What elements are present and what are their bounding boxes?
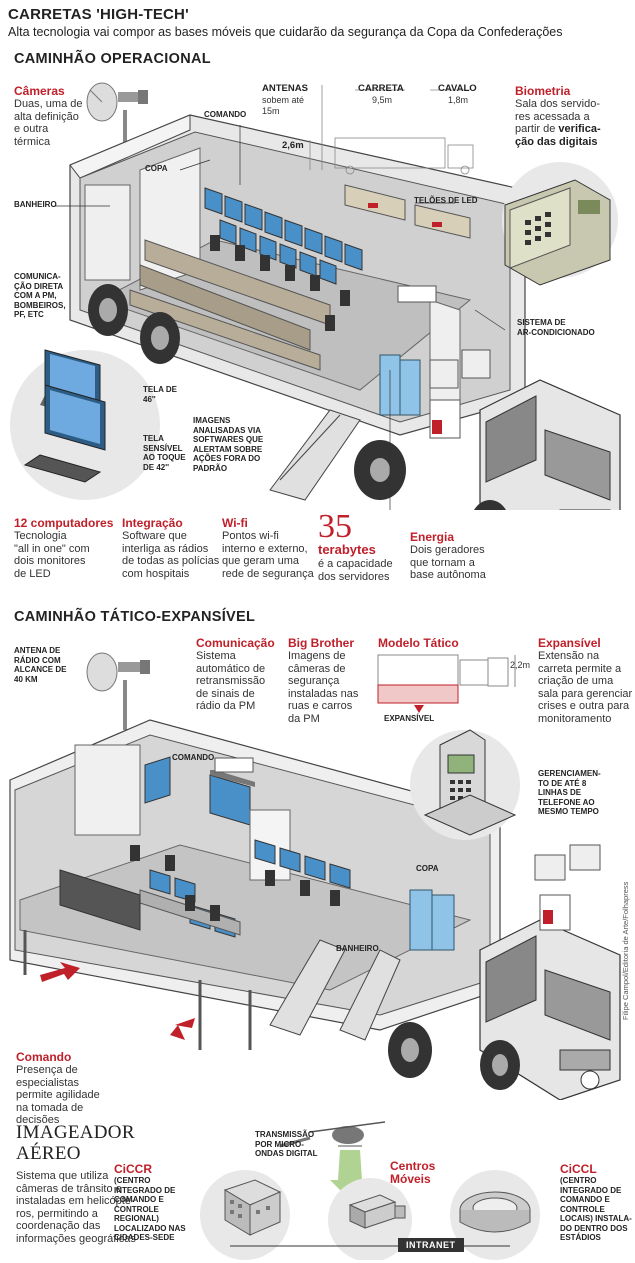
comando-title: Comando <box>16 1050 72 1064</box>
touch-monitor-icon <box>10 349 160 500</box>
antenna-icon <box>86 652 150 730</box>
section-operacional-title: CAMINHÃO OPERACIONAL <box>14 51 211 67</box>
cameras-title: Câmeras <box>14 84 65 98</box>
truck-cab <box>479 919 621 1100</box>
computadores-text: Tecnologia"all in one" com dois monitore… <box>14 530 90 580</box>
biometria-text: Sala dos servido- res acessada a partir … <box>515 98 601 148</box>
building-icon <box>223 1179 282 1236</box>
page-title: CARRETAS 'HIGH-TECH' <box>8 6 189 23</box>
carreta-label: CARRETA <box>358 83 404 94</box>
label-banheiro: BANHEIRO <box>14 200 57 209</box>
entry-stairs <box>269 939 401 1041</box>
label-comunicacao: COMUNICA-ÇÃO DIRETA COM A PM,BOMBEIROS, … <box>14 272 66 319</box>
generator-icon <box>429 349 491 439</box>
rear-wheels <box>88 284 180 364</box>
monitor-rows <box>149 839 351 938</box>
bigbrother-title: Big Brother <box>288 636 354 650</box>
modelo-tatico-title: Modelo Tático <box>378 636 459 650</box>
label-comando: COMANDO <box>204 110 247 119</box>
operational-truck-illustration <box>10 82 621 510</box>
truck-cab <box>474 379 621 510</box>
label-banheiro-tatico: BANHEIRO <box>336 944 379 953</box>
integracao-title: Integração <box>122 516 183 530</box>
expand-arrow-icon <box>40 962 80 982</box>
label-teloes: TELÕES DE LED <box>414 196 478 205</box>
wifi-title: Wi-fi <box>222 516 248 530</box>
expansivel-title: Expansível <box>538 636 601 650</box>
tactical-model-diagram <box>377 654 516 713</box>
comunicacao-title: Comunicação <box>196 636 275 650</box>
terabytes-number: 35 <box>318 508 352 545</box>
label-comando-tatico: COMANDO <box>172 753 215 762</box>
dimension-diagram <box>309 85 474 175</box>
helicopter-icon <box>279 1121 386 1148</box>
intranet-badge: INTRANET <box>398 1238 464 1252</box>
ciccr-title: CiCCR <box>114 1162 152 1176</box>
computadores-title: 12 computadores <box>14 516 114 530</box>
energia-title: Energia <box>410 530 455 544</box>
antenas-title: ANTENAS <box>262 83 308 94</box>
biometria-title: Biometria <box>515 84 571 98</box>
cavalo-label: CAVALO <box>438 83 477 94</box>
fingerprint-scanner-icon <box>502 162 618 286</box>
expansivel-label: EXPANSÍVEL <box>384 714 435 723</box>
entry-stairs <box>269 409 361 501</box>
image-credit: Filipe Campol/Editoria de Arte/Folhapres… <box>621 881 630 1020</box>
page-subtitle: Alta tecnologia vai compor as bases móve… <box>8 25 563 39</box>
tactical-truck-illustration <box>9 652 621 1100</box>
aerial-imaging-diagram <box>200 1121 540 1260</box>
terabytes-unit: terabytes <box>318 542 376 557</box>
label-copa-tatico: COPA <box>416 864 439 873</box>
height-label: 2,6m <box>282 140 304 151</box>
label-copa: COPA <box>145 164 168 173</box>
section-tatico-title: CAMINHÃO TÁTICO-EXPANSÍVEL <box>14 609 256 625</box>
ciccl-title: CiCCL <box>560 1162 597 1176</box>
mobile-truck-icon <box>348 1194 406 1229</box>
carreta-length: 9,5m <box>372 95 393 105</box>
telephone-icon <box>410 729 520 840</box>
stadium-icon <box>459 1191 531 1233</box>
modelo-dim: 2,2m <box>510 660 531 670</box>
cavalo-length: 1,8m <box>448 95 469 105</box>
